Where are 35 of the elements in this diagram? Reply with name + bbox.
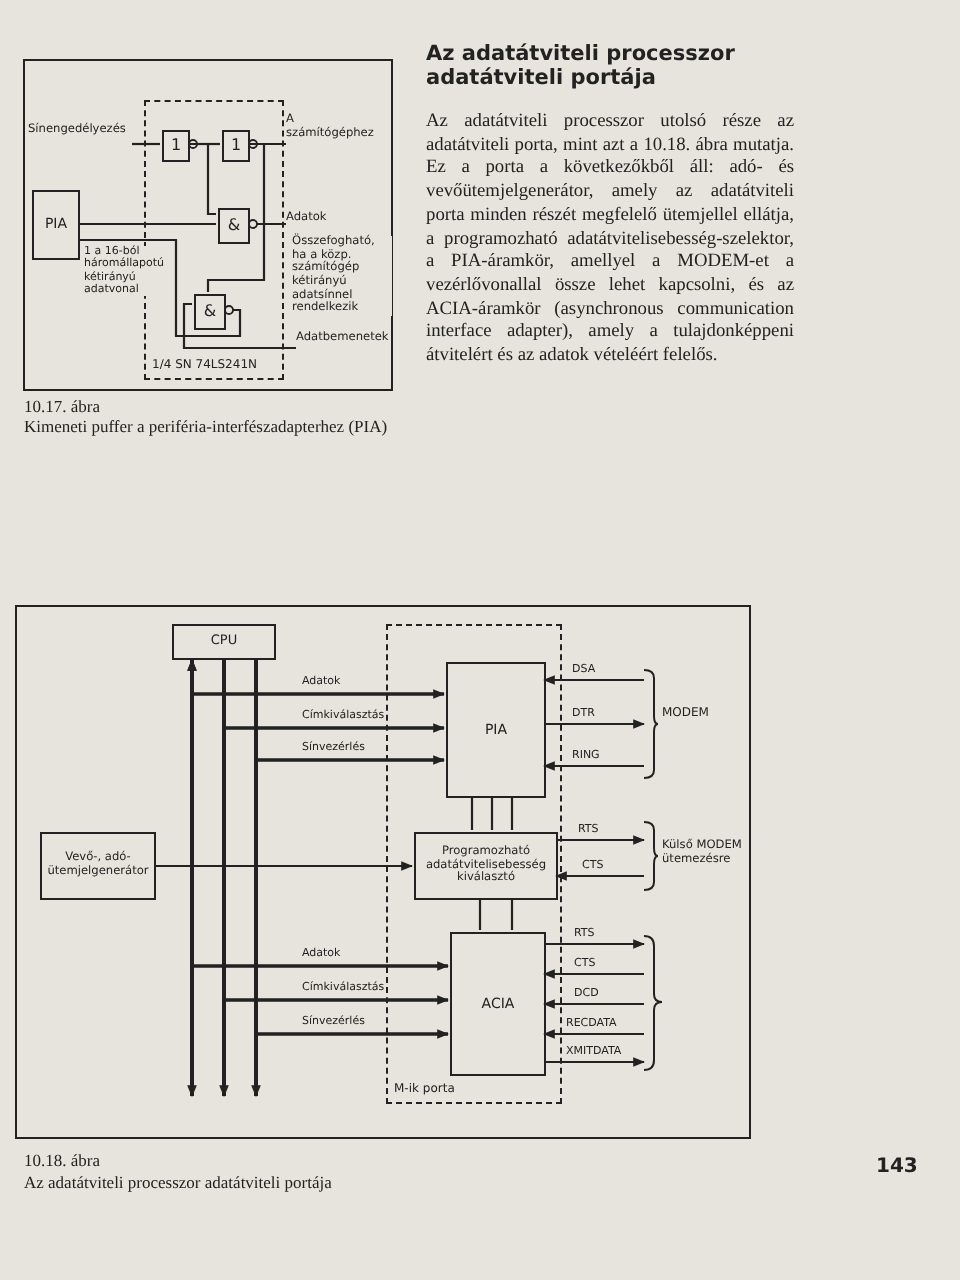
port-outline [386,624,562,1104]
signal-arrow [544,939,646,949]
buffer-gate: 1 [222,130,250,162]
arrow [544,719,646,729]
connector-line [470,796,474,830]
section-heading: Az adatátviteli processzor adatátviteli portája [426,42,737,91]
body-text: Az adatátviteli processzor utolsó része az adatátviteli porta, mint azt a 10.18. ábra mutatja. Ez a porta a következőkből áll: adó- és vevőütemjelgenerátor, amely az adatátviteli porta minden részét megfelelő ütemjellel ellátja, a programozható adatátvitelisebesség-szelektor, a PIA-áramkör, amellyel a MODEM-et a vezérlővonallal össze lehet kapcsolni, és az ACIA-áramkör (asynchronous communication interface adapter), amely a tulajdonképpeni átvitelért és az adatok vételéért felelős. [426,112,794,370]
figure-number: 10.17. ábra [24,398,103,418]
connector-line [490,796,494,830]
connector-line [188,142,216,216]
and-gate: & [194,294,226,330]
arrow [222,660,450,1005]
arrow [254,660,450,1039]
and-gate: & [218,208,250,244]
connector-line [182,302,296,350]
arrow [156,861,414,871]
connector-line [206,142,266,292]
figure-caption: Kimeneti puffer a periféria-interfészadapterhez (PIA) [24,418,390,438]
signal-arrow [542,969,644,979]
connector-line [510,796,514,830]
connector-line [478,898,482,930]
connector-line [132,142,160,146]
signal-arrow [542,999,644,1009]
figure-caption: Az adatátviteli processzor adatátviteli portája [24,1174,334,1194]
arrow [187,658,450,971]
arrow [542,675,644,685]
arrow [542,761,644,771]
signal-arrow [542,1029,644,1039]
connector-line [510,898,514,930]
figure-number: 10.18. ábra [24,1152,103,1172]
arrow [554,871,644,881]
signal-arrow [544,1057,646,1067]
connector-line [80,222,216,226]
arrow [556,835,646,845]
buffer-gate: 1 [162,130,190,162]
